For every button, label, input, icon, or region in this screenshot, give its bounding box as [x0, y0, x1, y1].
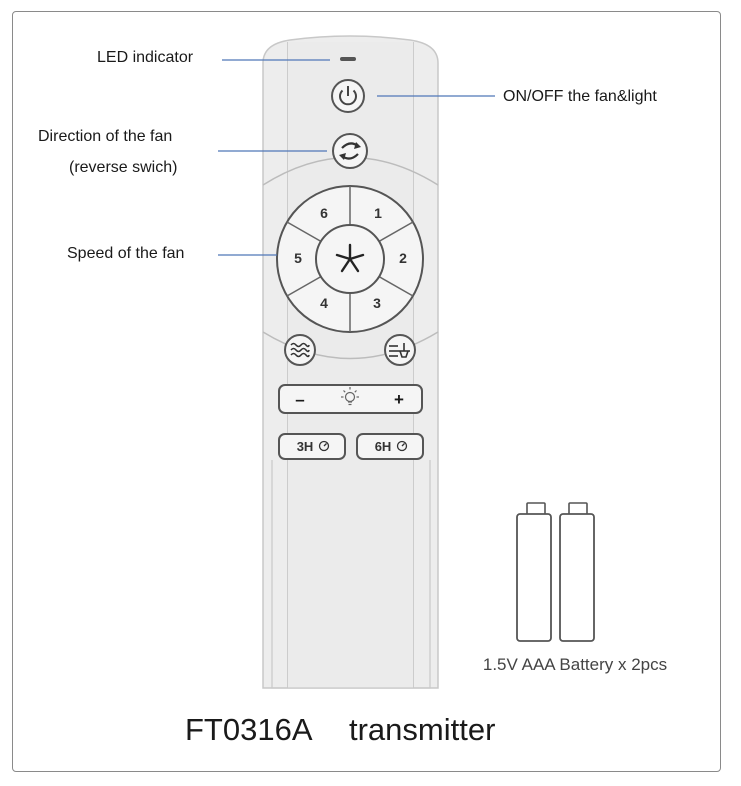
speed-button-6[interactable]: 6 — [320, 205, 328, 221]
label-direction: Direction of the fan — [38, 128, 172, 145]
clock-icon — [318, 440, 330, 452]
timer-6h-button[interactable]: 6H — [356, 433, 424, 460]
label-power: ON/OFF the fan&light — [503, 88, 657, 105]
speed-button-4[interactable]: 4 — [320, 295, 328, 311]
dim-minus-button[interactable]: – — [295, 390, 304, 409]
label-speed: Speed of the fan — [67, 245, 184, 262]
led-indicator — [340, 57, 356, 61]
reverse-icon — [339, 142, 361, 160]
clock-icon — [396, 440, 408, 452]
callout-lines — [218, 59, 495, 256]
speed-button-2[interactable]: 2 — [399, 250, 407, 266]
speed-button-3[interactable]: 3 — [373, 295, 381, 311]
figure-frame — [12, 11, 721, 772]
timer-3h-label: 3H — [297, 439, 314, 454]
timer-6h-label: 6H — [375, 439, 392, 454]
light-toggle-button[interactable] — [384, 334, 416, 366]
label-direction-note: (reverse swich) — [69, 159, 177, 176]
fan-icon — [335, 243, 365, 273]
wave-icon — [290, 342, 310, 358]
power-button[interactable] — [331, 79, 365, 113]
bulb-icon — [341, 387, 359, 406]
ceiling-light-icon — [389, 343, 410, 358]
battery-caption: 1.5V AAA Battery x 2pcs — [483, 655, 667, 674]
power-icon — [339, 86, 357, 106]
speed-button-1[interactable]: 1 — [374, 205, 382, 221]
speed-button-5[interactable]: 5 — [294, 250, 302, 266]
dimmer-bar — [278, 384, 423, 414]
product-name: transmitter — [349, 712, 495, 747]
fan-center-button[interactable] — [315, 224, 385, 294]
label-led-indicator: LED indicator — [97, 49, 194, 66]
battery-1 — [516, 502, 552, 642]
dim-plus-button[interactable]: + — [394, 390, 404, 409]
breeze-button[interactable] — [284, 334, 316, 366]
model-number: FT0316A — [185, 712, 313, 747]
reverse-button[interactable] — [332, 133, 368, 169]
timer-3h-button[interactable]: 3H — [278, 433, 346, 460]
battery-2 — [559, 502, 595, 642]
